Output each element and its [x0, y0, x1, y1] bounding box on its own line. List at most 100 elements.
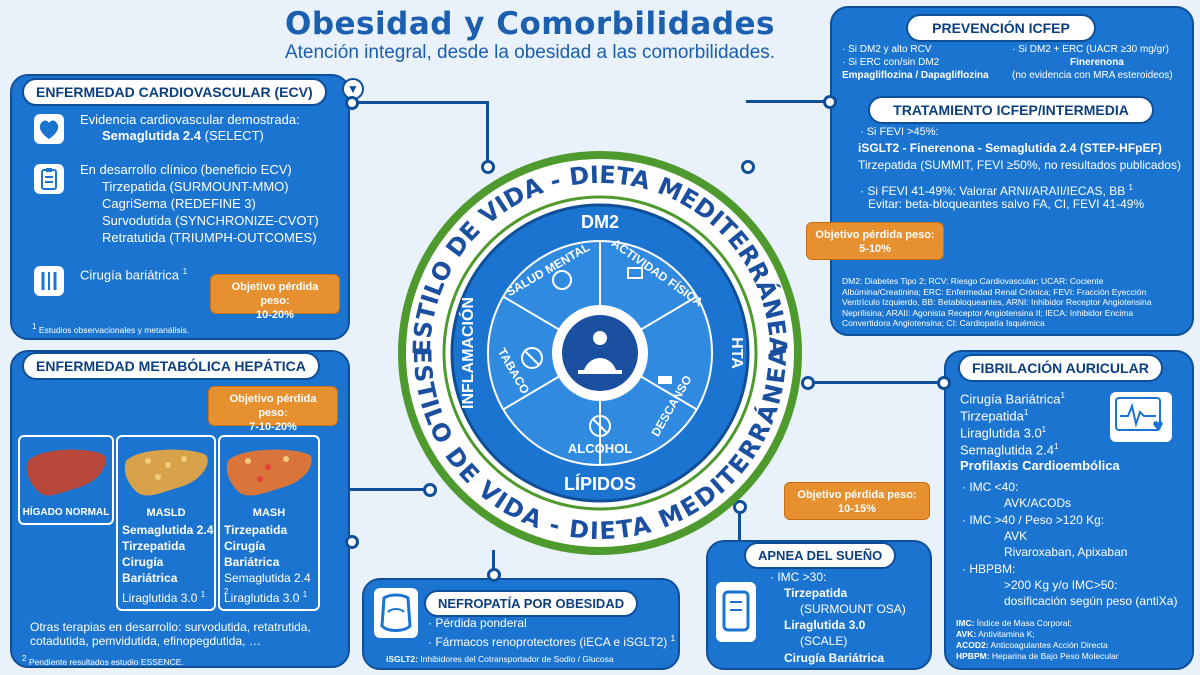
icfep-t3: Tirzepatida (SUMMIT, FEVI ≥50%, no resul… — [858, 158, 1181, 172]
mash-card: MASH Tirzepatida Cirugía Bariátrica Sema… — [218, 435, 320, 611]
hepatic-goal-badge: Objetivo pérdida peso:7-10-20% — [208, 386, 338, 433]
mash-extra-2: Liraglutida 3.0 1 — [224, 590, 308, 605]
no-alcohol-icon — [589, 415, 611, 437]
icfep-prev-l2: · Si ERC con/sin DM2 — [842, 57, 940, 68]
liver-normal-label: HÍGADO NORMAL — [22, 507, 110, 518]
kidney-icon — [374, 588, 418, 638]
icfep-t4: · Si FEVI 41-49%: Valorar ARNI/ARAII/IEC… — [860, 183, 1133, 198]
masld-item-1: Tirzepatida — [122, 539, 186, 553]
liver-normal-card: HÍGADO NORMAL — [18, 435, 114, 525]
sleep-imc: · IMC >30: — [770, 570, 827, 584]
ecv-connector-dot-2 — [481, 160, 495, 174]
nephro-footnote: iSGLT2: Inhibidores del Cotransportador … — [386, 654, 614, 664]
af-item-0: Cirugía Bariátrica1 — [960, 391, 1065, 407]
sleep-goal-badge: Objetivo pérdida peso:10-15% — [784, 482, 930, 520]
af-b2v2: Rivaroxaban, Apixaban — [1004, 545, 1128, 559]
af-abbr-3: HPBPM: Heparina de Bajo Peso Molecular — [956, 651, 1119, 661]
af-item-1: Tirzepatida1 — [960, 408, 1029, 424]
sleep-apnea-icon — [716, 582, 756, 642]
af-title: FIBRILACIÓN AURICULAR — [958, 354, 1163, 382]
icfep-connector-dot — [741, 160, 755, 174]
masld-card: MASLD Semaglutida 2.4 Tirzepatida Cirugí… — [116, 435, 216, 611]
ecv-surgery: Cirugía bariátrica 1 — [80, 267, 188, 283]
hepatic-title: ENFERMEDAD METABÓLICA HEPÁTICA — [22, 352, 320, 380]
ecv-evidence-label: Evidencia cardiovascular demostrada: — [80, 112, 300, 127]
sleep-title: APNEA DEL SUEÑO — [744, 542, 897, 569]
icfep-t5: Evitar: beta-bloqueantes salvo FA, CI, F… — [868, 197, 1145, 211]
icfep-prev-drugs: Empagliflozina / Dapagliflozina — [842, 70, 989, 81]
wheel-dm2: DM2 — [581, 212, 619, 232]
nephro-connector — [492, 550, 495, 578]
icfep-connector-dot-2 — [823, 95, 837, 109]
icfep-t2: iSGLT2 - Finerenona - Semaglutida 2.4 (S… — [858, 141, 1162, 155]
icfep-prev-title: PREVENCIÓN ICFEP — [906, 14, 1096, 42]
ecv-dev-item-1: CagriSema (REDEFINE 3) — [102, 196, 256, 211]
sleep-drug-3: Cirugía Bariátrica — [784, 651, 885, 665]
af-panel — [944, 350, 1194, 670]
icfep-t1: · Si FEVI >45%: — [860, 126, 939, 138]
page-title: Obesidad y Comorbilidades — [284, 6, 776, 42]
mash-extra-1: Semaglutida 2.4 2 — [224, 571, 311, 596]
af-prophylaxis: Profilaxis Cardioembólica — [960, 458, 1120, 473]
af-b3v2: dosificación según peso (antiXa) — [1004, 594, 1178, 608]
af-item-3: Semaglutida 2.41 — [960, 442, 1059, 458]
liver-masld-icon — [124, 449, 208, 496]
ecv-evidence-drug: Semaglutida 2.4 (SELECT) — [102, 128, 264, 143]
wheel-lipidos: LÍPIDOS — [564, 473, 636, 494]
ecv-footnote: 1 Estudios observacionales y metanálisis… — [32, 322, 190, 335]
no-smoking-icon — [521, 347, 543, 369]
mash-item-2: Bariátrica — [224, 555, 280, 569]
nephro-item-1: · Fármacos renoprotectores (iECA e iSGLT… — [428, 634, 676, 649]
sleep-connector — [738, 500, 741, 540]
hepatic-other: Otras terapias en desarrollo: survodutid… — [30, 620, 311, 648]
wheel-hta: HTA — [728, 337, 745, 369]
mash-label: MASH — [252, 507, 286, 519]
masld-item-0: Semaglutida 2.4 — [122, 523, 214, 537]
af-b3v1: >200 Kg y/o IMC>50: — [1004, 578, 1118, 592]
ecv-dev-item-0: Tirzepatida (SURMOUNT-MMO) — [102, 179, 289, 194]
icfep-prev-r1: · Si DM2 + ERC (UACR ≥30 mg/gr) — [1012, 44, 1169, 55]
af-abbr-1: AVK: Antivitamina K; — [956, 629, 1035, 639]
sleep-trial-1: (SURMOUNT OSA) — [800, 602, 906, 616]
liver-mash-icon — [226, 449, 312, 496]
icfep-connector — [746, 100, 830, 103]
wheel-alcohol: ALCOHOL — [568, 441, 632, 456]
af-connector — [808, 381, 944, 384]
hepatic-connector-dot-2 — [345, 535, 359, 549]
clipboard-icon — [34, 164, 64, 194]
mash-item-1: Cirugía — [224, 539, 266, 553]
wheel-inflamacion: INFLAMACIÓN — [458, 297, 477, 409]
icfep-prev-r2: Finerenona — [1070, 57, 1124, 68]
af-abbr-0: IMC: Índice de Masa Corporal; — [956, 618, 1072, 628]
meditation-icon — [593, 331, 607, 345]
ecv-connector-v — [486, 101, 489, 167]
af-abbr-2: ACOD2: Anticoagulantes Acción Directa — [956, 640, 1108, 650]
sleep-connector-dot — [733, 500, 747, 514]
mash-item-0: Tirzepatida — [224, 523, 288, 537]
heart-icon — [34, 114, 64, 144]
hepatic-connector — [350, 488, 430, 491]
ecv-connector-dot-1 — [345, 96, 359, 110]
af-b2: · IMC >40 / Peso >120 Kg: — [962, 513, 1105, 527]
af-item-2: Liraglutida 3.01 — [960, 425, 1047, 441]
ecg-monitor-icon — [1110, 392, 1172, 442]
sleep-trial-2: (SCALE) — [800, 634, 848, 648]
ecv-dev-item-3: Retratutida (TRIUMPH-OUTCOMES) — [102, 230, 317, 245]
af-b3: · HBPBM: — [962, 562, 1016, 576]
icfep-panel — [830, 6, 1194, 336]
ecv-title: ENFERMEDAD CARDIOVASCULAR (ECV) — [22, 78, 327, 106]
icfep-goal-badge: Objetivo pérdida peso:5-10% — [806, 222, 944, 260]
surgery-tools-icon — [34, 266, 64, 296]
page-subtitle: Atención integral, desde la obesidad a l… — [284, 42, 776, 63]
sleep-drug-1: Tirzepatida — [784, 586, 848, 600]
masld-label: MASLD — [146, 507, 186, 519]
icfep-abbr: DM2: Diabetes Tipo 2; RCV: Riesgo Cardio… — [842, 276, 1152, 328]
icfep-prev-l1: · Si DM2 y alto RCV — [842, 44, 932, 55]
icfep-prev-r3: (no evidencia con MRA esteroideos) — [1012, 70, 1173, 81]
icfep-trat-title: TRATAMIENTO ICFEP/INTERMEDIA — [868, 96, 1154, 124]
masld-item-2: Cirugía — [122, 555, 164, 569]
af-connector-dot-2 — [937, 376, 951, 390]
af-b1v: AVK/ACODs — [1004, 496, 1072, 510]
masld-extra: Liraglutida 3.0 1 — [122, 590, 206, 605]
ecv-dev-item-2: Survodutida (SYNCHRONIZE-CVOT) — [102, 213, 319, 228]
